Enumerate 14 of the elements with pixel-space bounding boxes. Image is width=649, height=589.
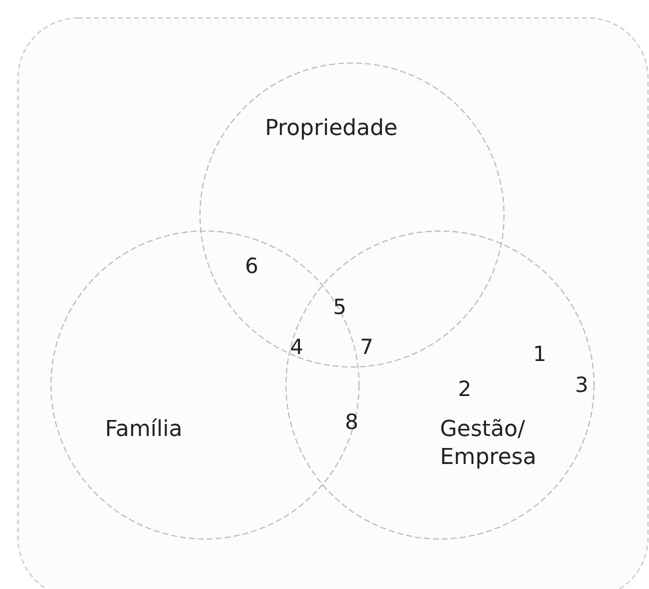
region-number: 7 [360,335,374,359]
region-number: 3 [575,373,588,397]
region-number: 1 [533,342,546,366]
region-number: 4 [290,335,304,359]
circle-label: Família [105,416,184,444]
region-number: 6 [245,254,258,278]
venn-circle [50,230,360,540]
circle-label: Propriedade [265,115,399,143]
region-number: 5 [333,295,346,319]
venn-circle [285,230,595,540]
region-number: 8 [345,410,358,434]
venn-circle [199,62,505,368]
region-number: 2 [458,377,472,401]
circle-label: Gestão/ Empresa [440,416,538,472]
